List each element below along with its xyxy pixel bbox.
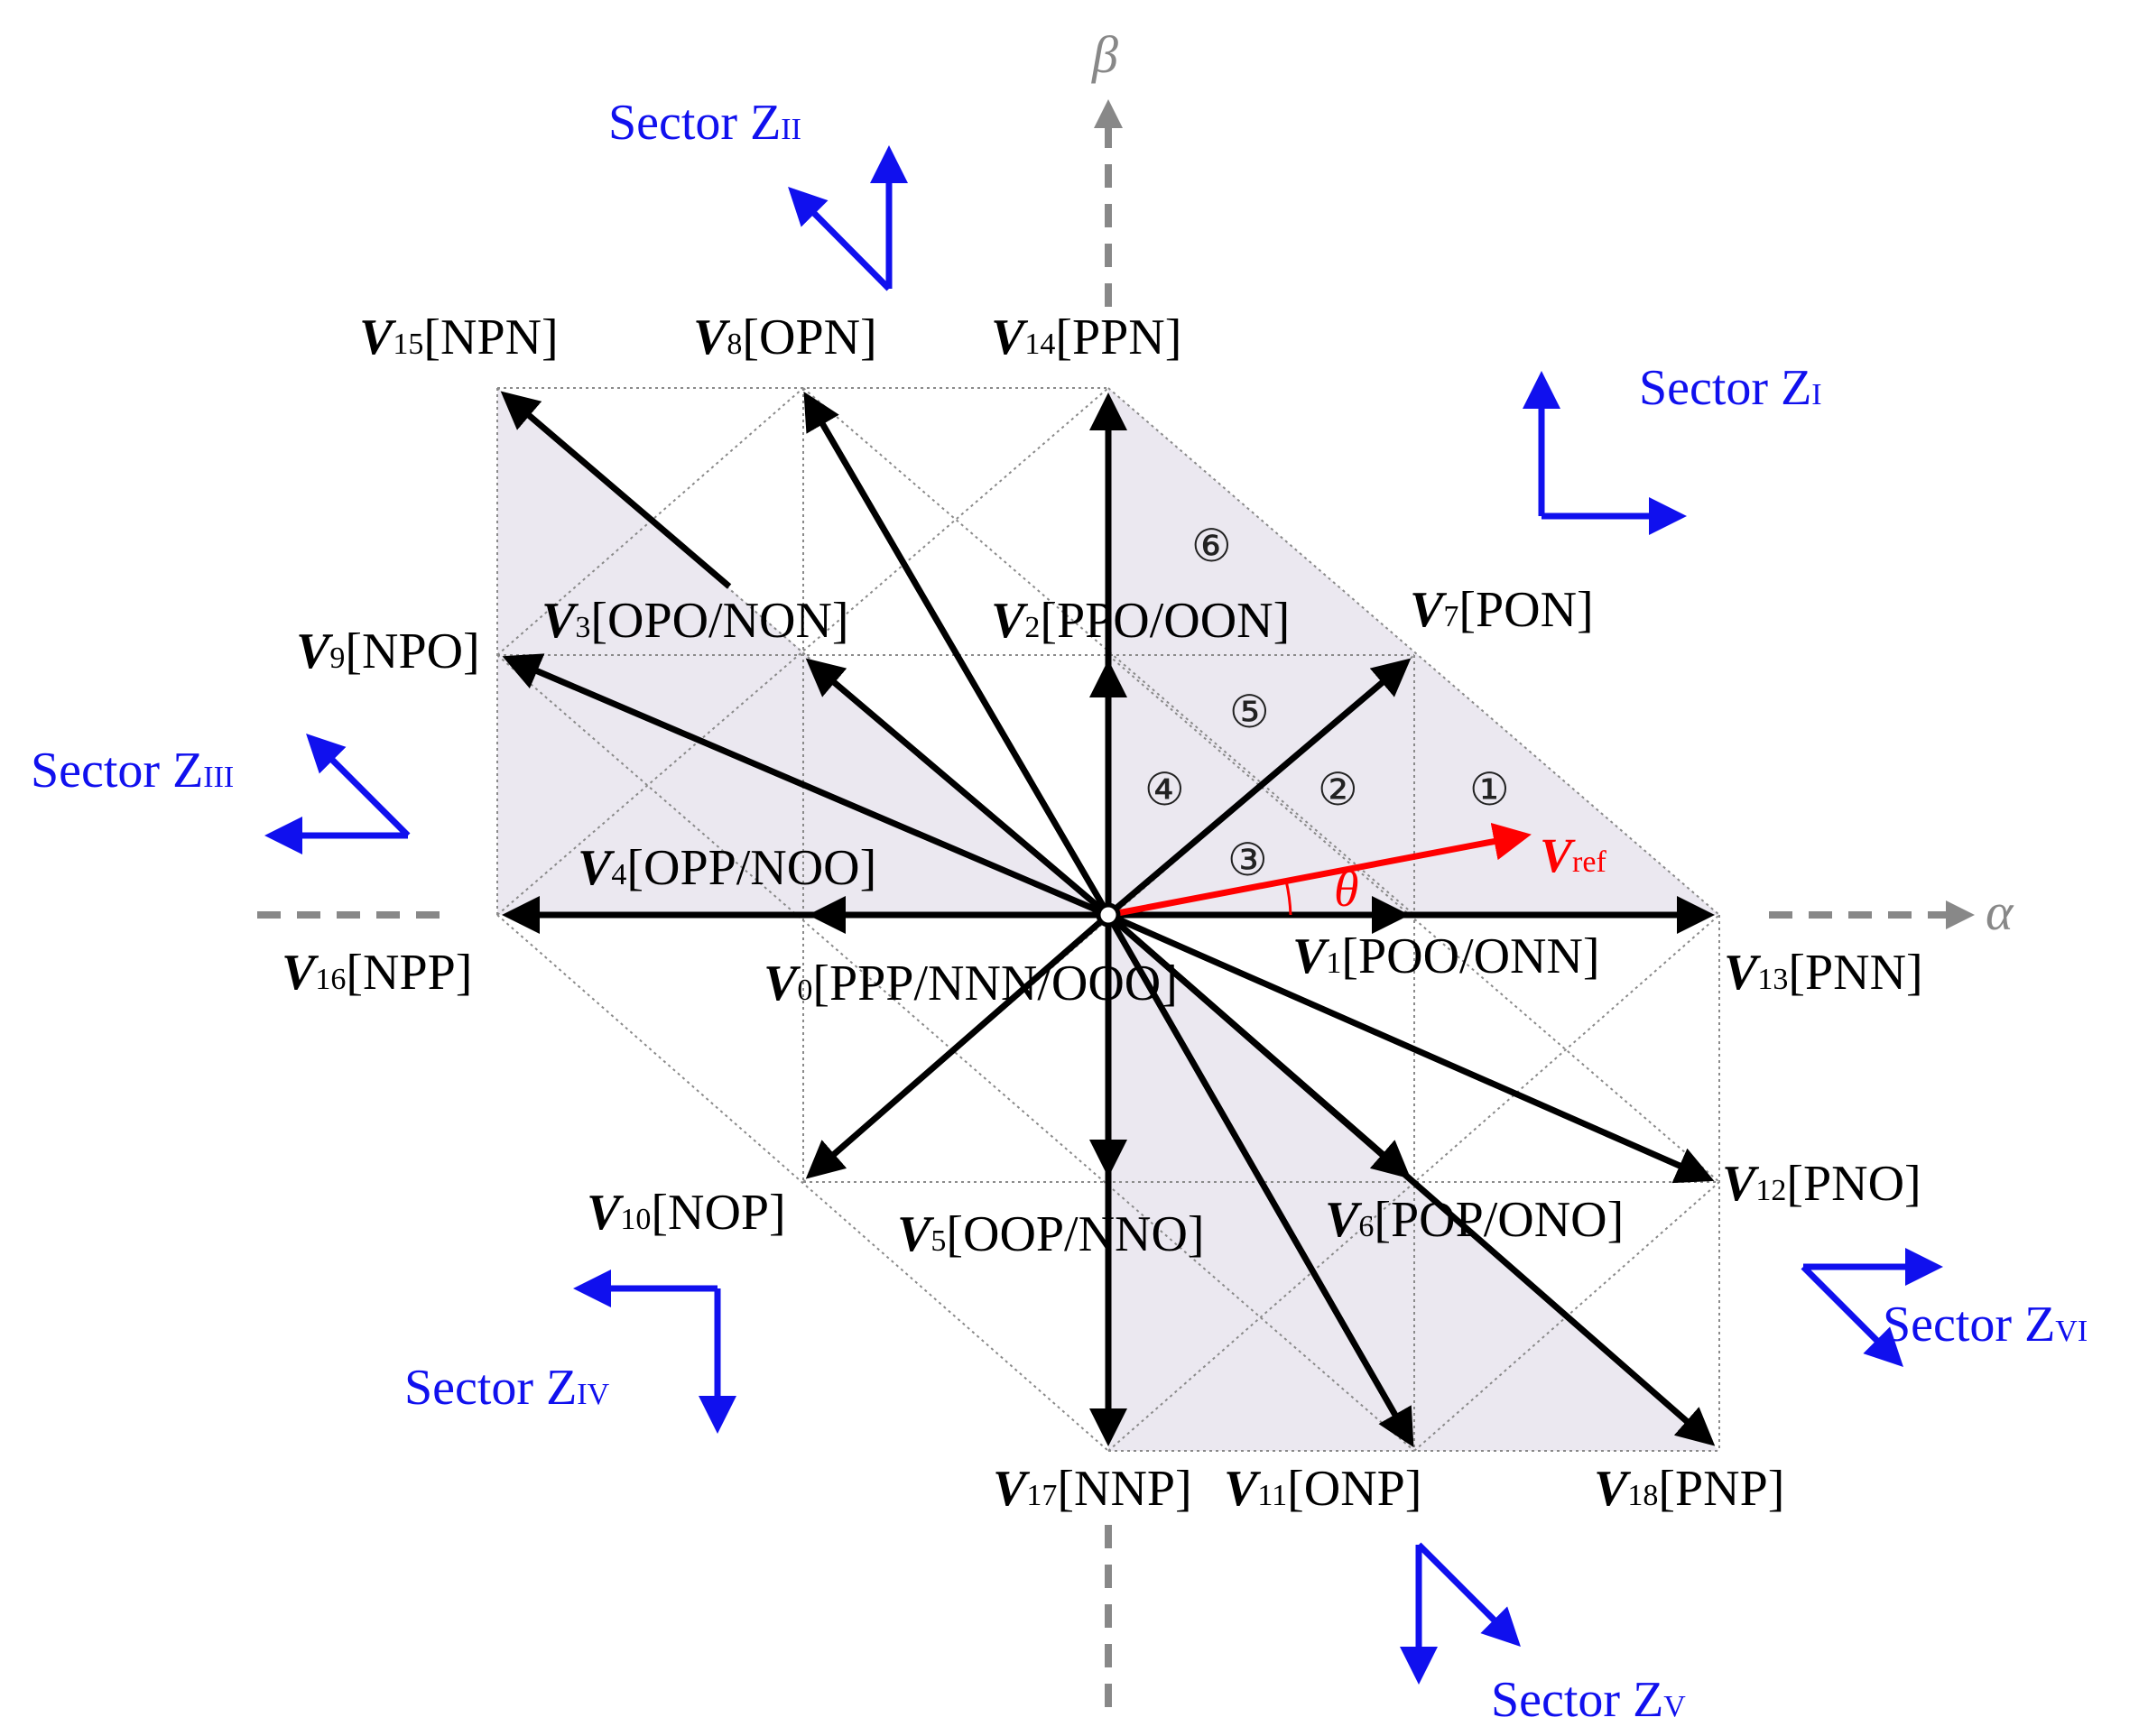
beta-axis-label: β <box>1091 25 1118 84</box>
vector-v11 <box>1105 913 1414 1448</box>
label-v0: V0[PPP/NNN/OOO] <box>764 956 1178 1011</box>
vector-v12 <box>1106 911 1715 1184</box>
label-v15: V15[NPN] <box>359 309 559 365</box>
region-4: ④ <box>1144 763 1185 816</box>
label-v1: V1[POO/ONN] <box>1292 928 1600 984</box>
label-v17: V17[NNP] <box>993 1461 1192 1517</box>
label-v11: V11[ONP] <box>1224 1461 1421 1517</box>
vector-v8 <box>803 391 1112 917</box>
vector-v7 <box>1106 658 1412 918</box>
axes <box>257 99 1975 1714</box>
sector-z2-arrows <box>788 145 908 291</box>
vector-v3 <box>805 658 1111 918</box>
alpha-axis-label: α <box>1986 882 2014 941</box>
vref-vector <box>1107 822 1532 919</box>
voltage-vectors <box>500 391 1716 1448</box>
label-sector-z2: Sector ZII <box>608 95 801 151</box>
label-sector-z4: Sector ZIV <box>404 1360 610 1416</box>
label-theta: θ <box>1334 862 1359 918</box>
label-v13: V13[PNN] <box>1724 945 1923 1001</box>
label-sector-z6: Sector ZVI <box>1883 1297 2088 1353</box>
label-sector-z3: Sector ZIII <box>31 743 234 799</box>
vector-v10 <box>805 912 1111 1179</box>
label-v14: V14[PPN] <box>991 309 1181 365</box>
label-v9: V9[NPO] <box>296 623 480 679</box>
label-v5: V5[OOP/NNO] <box>897 1206 1205 1262</box>
label-vref: Vref <box>1540 828 1606 882</box>
region-2: ② <box>1318 763 1358 816</box>
sector-z4-arrows <box>573 1270 736 1434</box>
label-v7: V7[PON] <box>1410 582 1594 638</box>
region-6: ⑥ <box>1191 520 1232 572</box>
sector-z6-arrows <box>1801 1248 1943 1367</box>
label-v3: V3[OPO/NON] <box>542 593 849 649</box>
label-v10: V10[NOP] <box>587 1185 786 1241</box>
label-sector-z1: Sector ZI <box>1639 360 1822 416</box>
origin-point <box>1096 902 1121 928</box>
region-1: ① <box>1469 763 1510 816</box>
sector-z5-arrows <box>1400 1542 1521 1685</box>
label-v2: V2[PPO/OON] <box>991 593 1290 649</box>
label-v8: V8[OPN] <box>693 309 877 365</box>
label-v4: V4[OPP/NOO] <box>578 840 876 896</box>
vector-v15 <box>500 391 732 589</box>
sector-arrows <box>264 145 1943 1685</box>
label-v18: V18[PNP] <box>1594 1461 1784 1517</box>
sector-z1-arrows <box>1523 371 1687 535</box>
sector-labels: Sector ZI Sector ZII Sector ZIII Sector … <box>31 95 2088 1728</box>
sector-z3-arrows <box>264 734 411 854</box>
vector-v18 <box>1106 912 1716 1446</box>
label-v16: V16[NPP] <box>282 945 472 1001</box>
vector-labels: V15[NPN] V8[OPN] V14[PPN] V3[OPO/NON] V2… <box>282 309 1923 1517</box>
region-5: ⑤ <box>1229 686 1270 738</box>
label-sector-z5: Sector ZV <box>1491 1672 1686 1728</box>
region-3: ③ <box>1227 834 1268 886</box>
label-v12: V12[PNO] <box>1722 1156 1921 1212</box>
theta-arc <box>1284 880 1292 916</box>
vector-v9 <box>502 653 1110 919</box>
region-numbers: ① ② ③ ④ ⑤ ⑥ <box>1144 520 1510 886</box>
label-v6: V6[POP/ONO] <box>1325 1192 1624 1248</box>
